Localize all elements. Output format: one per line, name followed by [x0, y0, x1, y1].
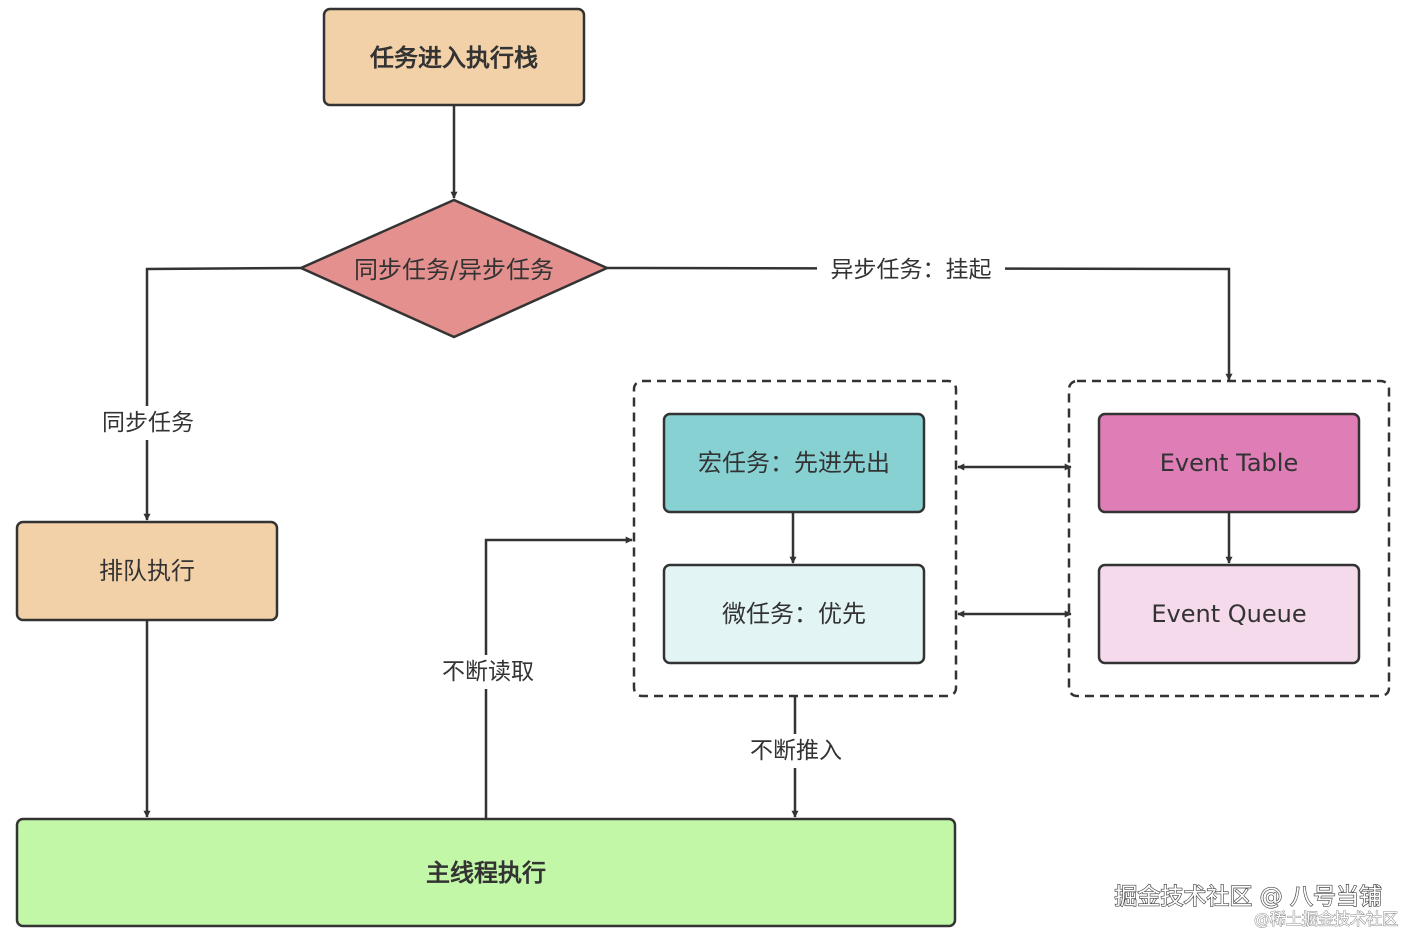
- async-suspend-label: 异步任务：挂起: [831, 257, 992, 283]
- main-thread-label: 主线程执行: [426, 859, 546, 887]
- macro-task-label: 宏任务：先进先出: [698, 449, 890, 477]
- keep-reading-label: 不断读取: [442, 659, 534, 685]
- main-thread-node: [15, 817, 957, 928]
- queue-exec-label: 排队执行: [99, 557, 195, 585]
- sync-task-label: 同步任务: [102, 410, 194, 436]
- enter-stack-label: 任务进入执行栈: [369, 44, 538, 72]
- micro-task-node: [662, 563, 926, 665]
- event-table-label: Event Table: [1160, 449, 1298, 477]
- queue-exec-node: [15, 520, 279, 622]
- event-table-node: [1097, 412, 1361, 514]
- label-bg-sync: [95, 406, 201, 440]
- watermark-main: 掘金技术社区 @ 八号当铺: [1114, 884, 1382, 910]
- sync-async-decision: [297, 198, 611, 339]
- edge-decision-to-queue: [143, 266, 302, 521]
- event-group: [1067, 379, 1391, 698]
- task-queue-group: [632, 379, 958, 698]
- watermark-sub: @稀土掘金技术社区: [1254, 910, 1398, 929]
- macro-task-node: [662, 412, 926, 514]
- decision-label: 同步任务/异步任务: [354, 256, 554, 284]
- event-queue-node: [1097, 563, 1361, 665]
- edge-main-to-task-group: [484, 536, 633, 818]
- keep-pushing-label: 不断推入: [750, 738, 842, 764]
- label-bg-pushing: [742, 734, 850, 768]
- label-bg-async: [817, 253, 1005, 285]
- edge-decision-to-event-group: [606, 266, 1233, 381]
- label-bg-reading: [434, 655, 542, 689]
- enter-stack-node: [322, 7, 586, 107]
- micro-task-label: 微任务：优先: [722, 600, 866, 628]
- event-queue-label: Event Queue: [1151, 600, 1306, 628]
